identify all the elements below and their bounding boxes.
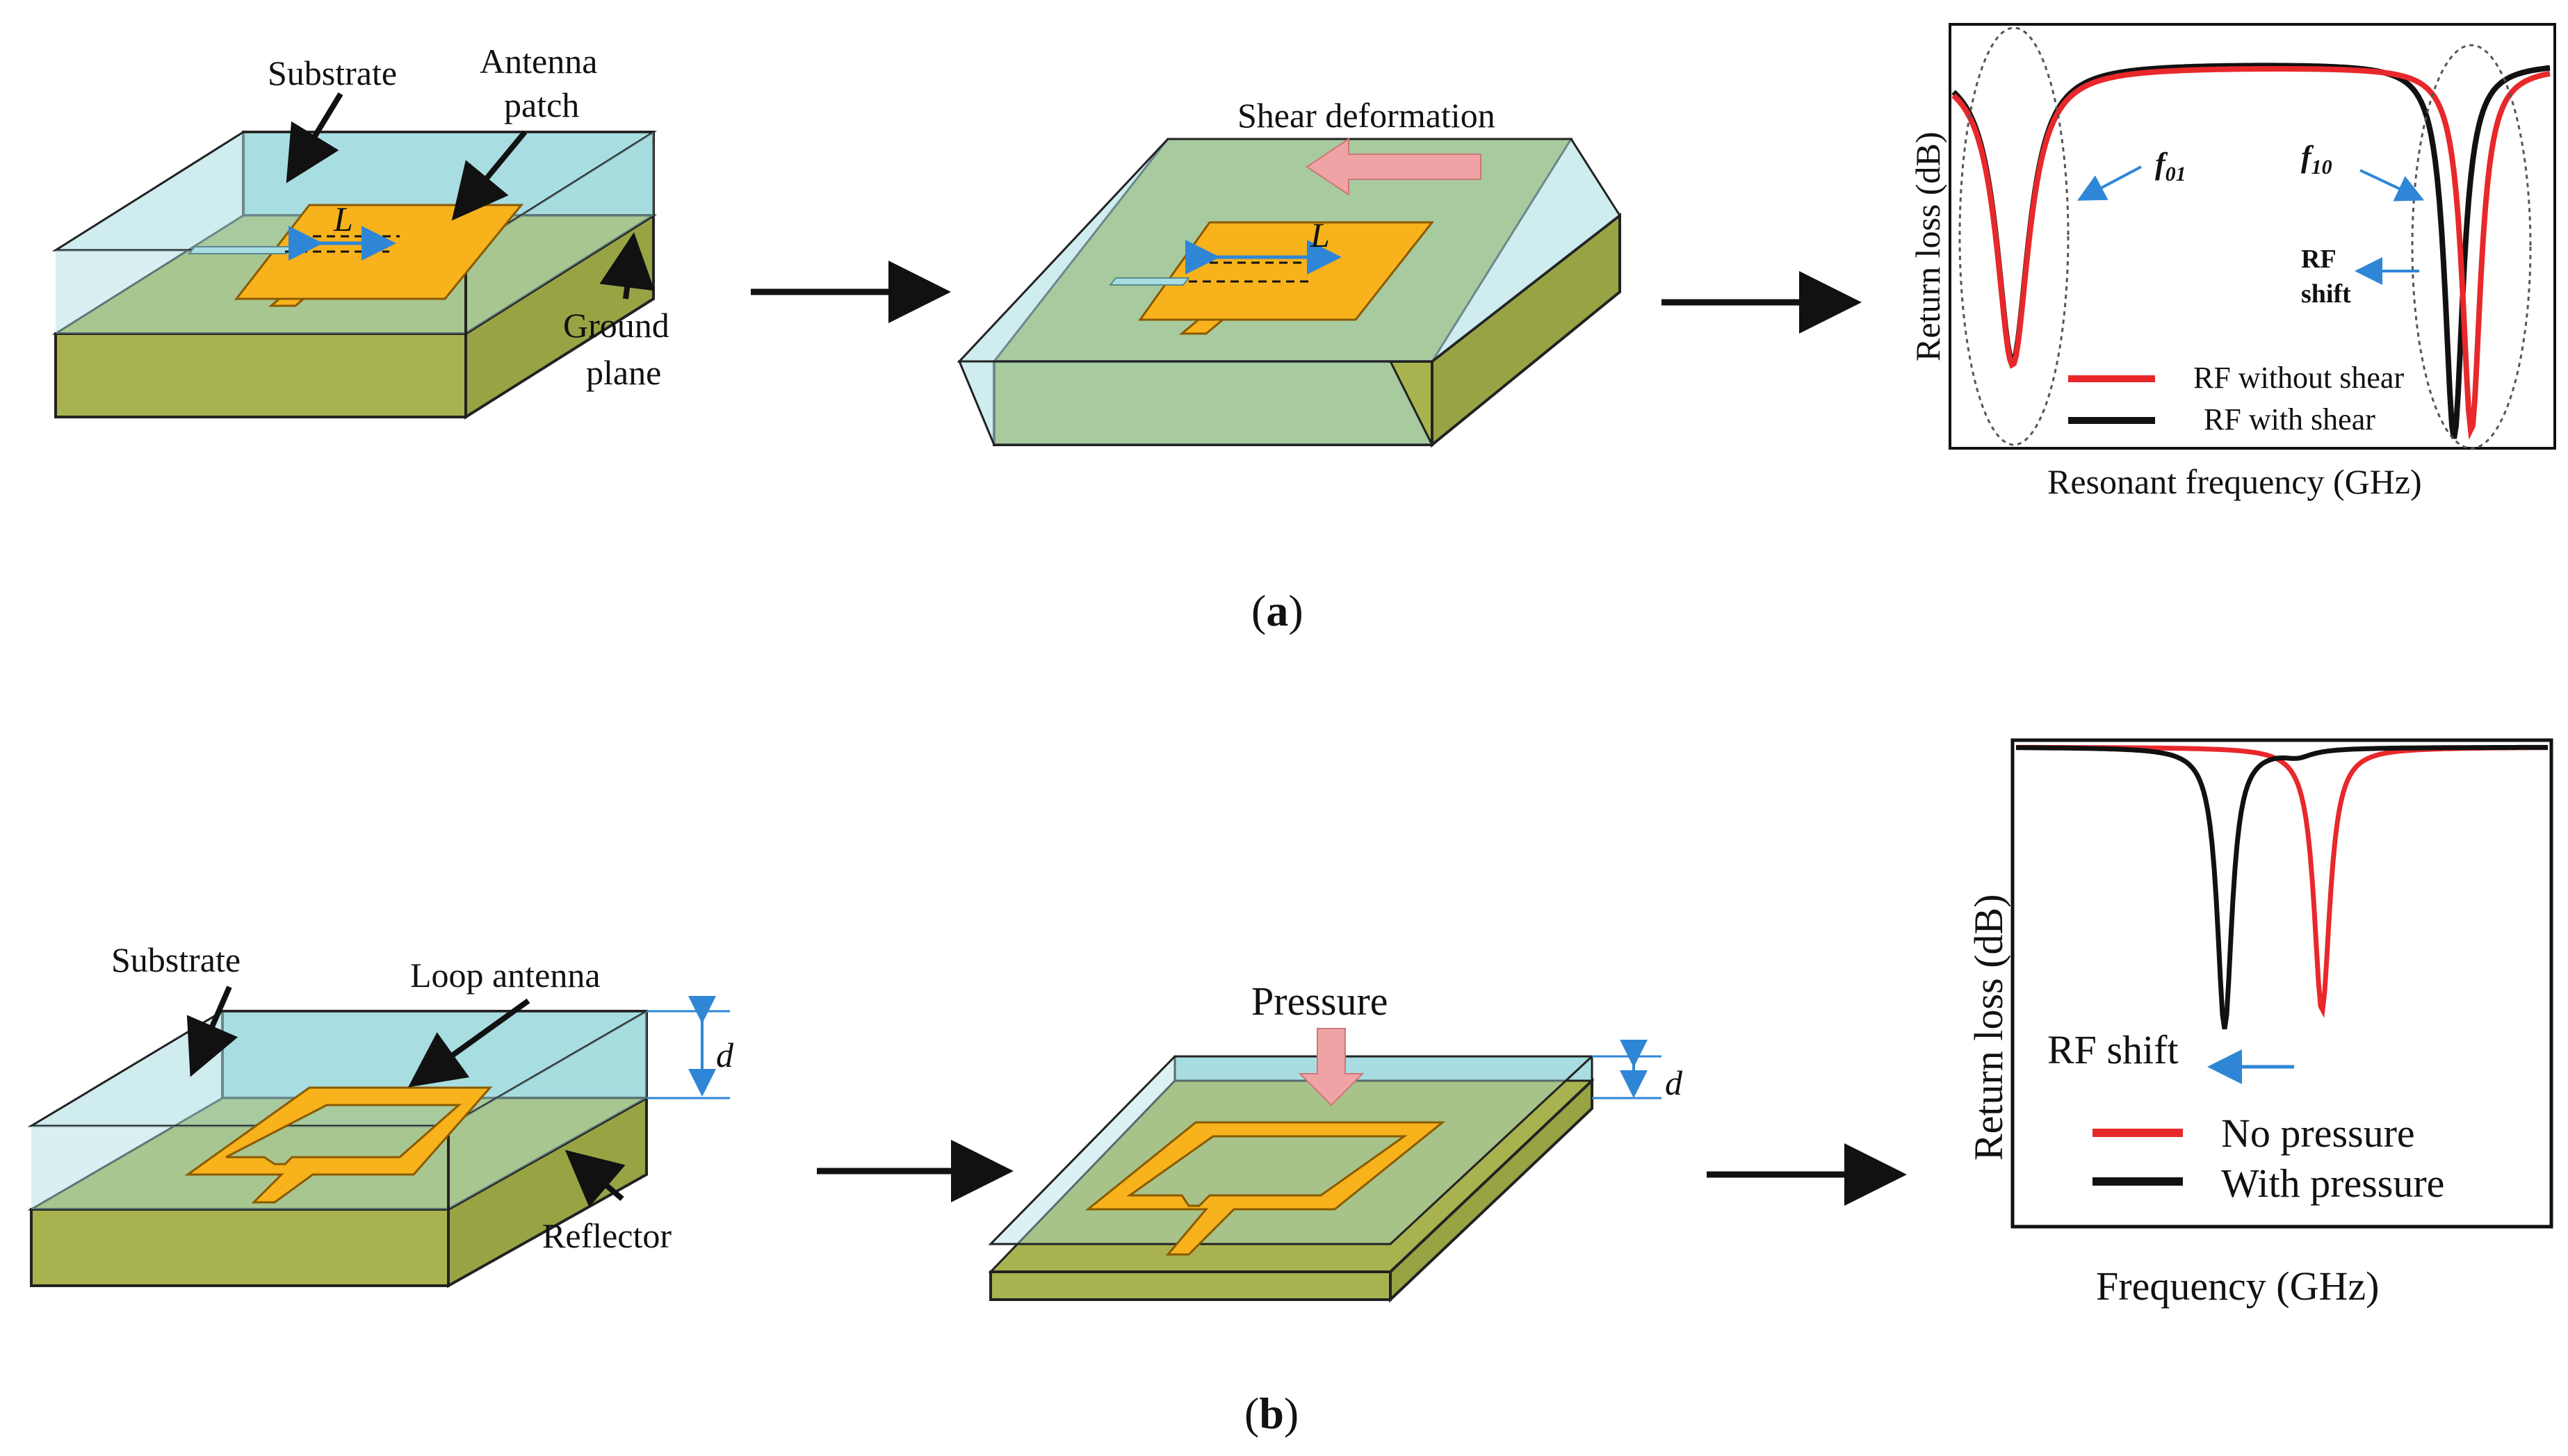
pressure-label: Pressure <box>1251 979 1388 1024</box>
substrate-label: Substrate <box>268 54 397 92</box>
chart-a: f01 f10 RF shift RF without shear RF wit… <box>1908 23 2556 501</box>
chart-b-frame <box>2010 738 2553 1229</box>
shear-label: Shear deformation <box>1237 96 1495 135</box>
rf-shift-line2: shift <box>2301 279 2351 309</box>
loop-antenna-sensor: d Substrate Loop antenna Reflector <box>27 940 734 1289</box>
substrate-side-front <box>54 332 467 418</box>
chart-b-curves <box>2016 744 2548 1030</box>
ground-label-line1: Ground <box>563 306 669 345</box>
rf-shift-b-label: RF shift <box>2047 1027 2179 1072</box>
chart-b: RF shift No pressure With pressure Retur… <box>1966 738 2553 1309</box>
legend-b-label-0: No pressure <box>2221 1111 2415 1156</box>
legend-a-label-0: RF without shear <box>2193 361 2404 395</box>
patch-label-line1: Antenna <box>480 42 597 81</box>
sheared-substrate-front <box>957 360 1434 446</box>
curve-without-shear <box>1951 66 2551 440</box>
rf-shift-line1: RF <box>2301 245 2337 274</box>
f10-ellipse <box>2411 44 2532 450</box>
f10-pointer <box>2359 169 2425 202</box>
f10-label: f10 <box>2301 140 2332 179</box>
loop-antenna-pointer <box>408 998 530 1088</box>
f01-label: f01 <box>2155 147 2186 186</box>
f01-pointer <box>2077 165 2142 201</box>
reflector-label: Reflector <box>542 1216 672 1255</box>
shear-arrow <box>1306 138 1481 196</box>
curve-with-pressure <box>2016 744 2548 1030</box>
patch-antenna-sensor: L Substrate Antenna patch Ground plane <box>51 42 669 420</box>
pressed-reflector-right <box>1389 1077 1593 1303</box>
patch-pointer <box>451 130 528 221</box>
chart-b-xlabel: Frequency (GHz) <box>2096 1263 2379 1309</box>
length-label: L <box>333 199 353 238</box>
pressed-d-label: d <box>1665 1063 1683 1102</box>
d-label: d <box>716 1036 734 1074</box>
reflector-front <box>30 1208 450 1287</box>
loop-substrate-pointer <box>186 985 238 1077</box>
pressed-loop-antenna <box>1084 1121 1446 1256</box>
f01-ellipse <box>1958 26 2070 446</box>
panel-a: L Substrate Antenna patch Ground plane L <box>51 23 2556 635</box>
loop-antenna-label: Loop antenna <box>410 956 601 995</box>
loop-substrate-label: Substrate <box>111 940 241 979</box>
legend-b-label-1: With pressure <box>2221 1161 2444 1206</box>
sheared-length-label: L <box>1310 215 1330 254</box>
legend-a-label-1: RF with shear <box>2204 402 2375 436</box>
chart-a-frame <box>1949 23 2556 450</box>
loop-antenna <box>184 1086 493 1204</box>
ground-pointer <box>599 232 655 300</box>
chart-b-ylabel: Return loss (dB) <box>1966 894 2011 1161</box>
chart-a-xlabel: Resonant frequency (GHz) <box>2047 462 2422 501</box>
sheared-feed-strip <box>1108 277 1191 286</box>
caption-a: (a) <box>1251 586 1303 635</box>
caption-b: (b) <box>1244 1389 1299 1438</box>
pressed-reflector-front <box>989 1270 1392 1301</box>
patch-label-line2: patch <box>504 85 579 124</box>
substrate-right-glass <box>466 132 653 334</box>
loop-substrate-right <box>448 1011 647 1209</box>
panel-b: d Substrate Loop antenna Reflector d Pre… <box>27 738 2553 1438</box>
sheared-patch-sensor: L Shear deformation <box>957 96 1621 448</box>
reflector-pointer <box>564 1150 626 1208</box>
ground-label-line2: plane <box>586 353 661 392</box>
chart-a-curves <box>1951 63 2551 440</box>
pressed-loop-sensor: d Pressure <box>988 979 1683 1303</box>
substrate-pointer <box>286 92 343 183</box>
pressure-arrow <box>1298 1028 1365 1106</box>
feed-strip <box>187 246 294 254</box>
chart-a-ylabel: Return loss (dB) <box>1908 131 1947 361</box>
